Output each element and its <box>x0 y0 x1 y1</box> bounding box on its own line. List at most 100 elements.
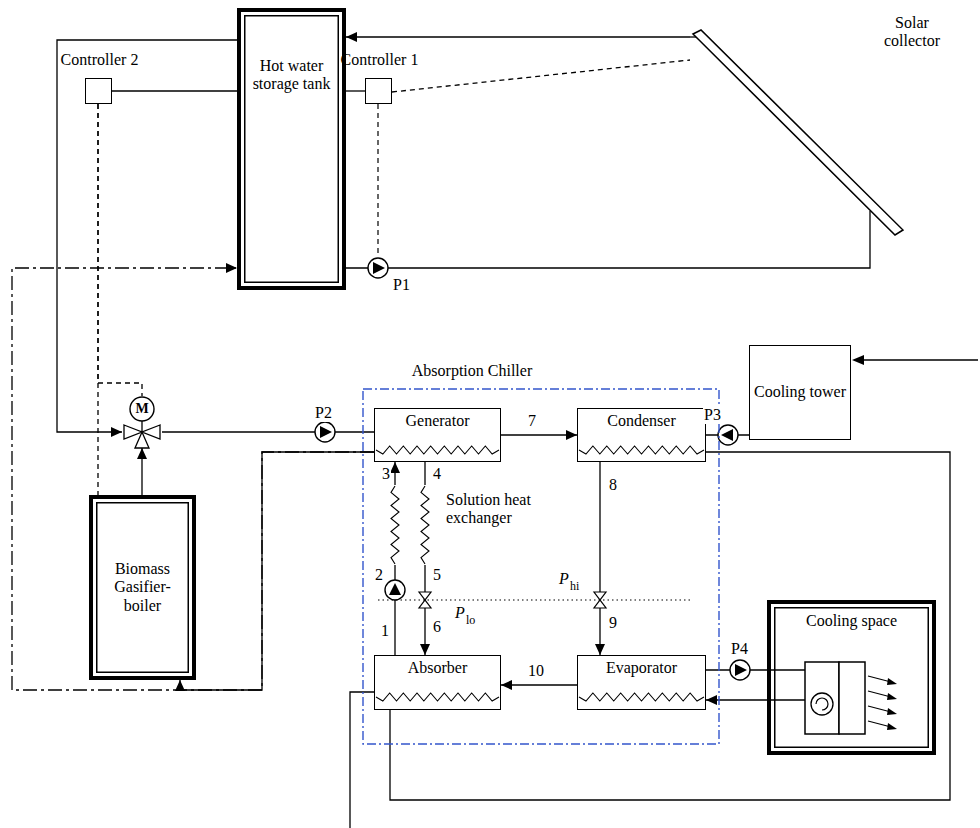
pump-label: P3 <box>703 406 722 424</box>
drawing-part <box>868 721 891 727</box>
drawing-part <box>693 30 903 235</box>
motor-valve: M <box>122 396 162 448</box>
pipe-connector <box>392 60 690 92</box>
pipe-connector <box>390 452 950 800</box>
pump-arrow <box>373 262 385 274</box>
coil-symbol <box>376 693 499 701</box>
pipe-connector <box>501 434 577 435</box>
node-text: M <box>122 401 162 417</box>
cooling-space: Cooling space <box>767 600 936 755</box>
evaporator-box: Evaporator <box>577 655 706 710</box>
pipe-connector <box>97 104 98 495</box>
drawing-part <box>811 693 833 715</box>
pump-symbol <box>730 660 750 680</box>
state-point-number: 4 <box>432 465 442 483</box>
pipe-connector <box>98 104 142 396</box>
coil-symbol <box>421 486 429 564</box>
node-text: Evaporator <box>582 659 701 677</box>
coil-symbol <box>579 693 704 701</box>
pump-arrow <box>721 429 733 441</box>
coil-symbol <box>391 486 399 564</box>
pump-label: P1 <box>392 276 411 294</box>
drawing-part <box>805 662 839 734</box>
pipe-connector <box>599 462 600 655</box>
pipe-connector <box>346 36 690 37</box>
pressure-label: hi <box>569 580 580 593</box>
pump-arrow <box>389 583 401 595</box>
pipe-connector <box>706 699 767 700</box>
drawing-part <box>887 708 897 715</box>
cooling-tower: Cooling tower <box>749 345 851 440</box>
pipe-connector <box>394 462 395 485</box>
pipe-connector <box>162 431 374 432</box>
drawing-part <box>868 706 891 712</box>
state-point-number: 3 <box>381 465 391 483</box>
expansion-valve <box>594 592 606 608</box>
generator-box: Generator <box>374 408 501 462</box>
drawing-part <box>690 36 696 37</box>
node-text: Condenser <box>582 412 701 430</box>
drawing-part <box>887 693 897 700</box>
coil-symbol <box>579 446 704 454</box>
node-text: Hot water storage tank <box>245 57 338 94</box>
pipe-connector <box>180 452 374 690</box>
state-point-number: 8 <box>608 476 618 494</box>
pressure-label: P <box>558 570 570 588</box>
node-text: Absorption Chiller <box>392 362 552 380</box>
absorber-box: Absorber <box>374 655 501 710</box>
drawing-part <box>771 699 805 700</box>
pressure-label: lo <box>465 614 476 627</box>
drawing-part <box>816 698 828 710</box>
pipe-connector <box>346 90 365 91</box>
cooling-water-pipe <box>862 359 978 360</box>
cooling-water-pipe <box>350 692 375 828</box>
pump-label: P2 <box>314 404 333 422</box>
state-point-number: 10 <box>527 662 545 680</box>
chiller-boundary: Absorption ChillerGeneratorCondenserSolu… <box>362 388 720 745</box>
drawing-part <box>887 678 897 685</box>
drawing-part <box>869 211 870 238</box>
pump-symbol <box>718 425 738 445</box>
boiler-box: Biomass Gasifier-boiler <box>89 495 196 680</box>
storage-tank: Hot water storage tank <box>237 8 346 290</box>
pipe-connector <box>424 462 425 485</box>
pipe-connector <box>12 268 374 690</box>
drawing-part <box>141 421 142 432</box>
drawing-part <box>868 691 891 697</box>
node-outline <box>362 388 720 745</box>
arrow-head <box>852 355 864 365</box>
pipe-connector <box>112 90 237 91</box>
heat-exchanger: Solution heat exchanger <box>380 485 440 565</box>
node-text: Controller 1 <box>316 51 443 69</box>
controller-box: Controller 1 <box>365 78 392 104</box>
drawing-part <box>868 676 891 682</box>
node-text: Biomass Gasifier-boiler <box>97 560 188 615</box>
state-point-number: 6 <box>432 618 442 636</box>
pipe-connector <box>394 565 395 655</box>
pump-arrow <box>320 426 332 438</box>
pump-symbol <box>368 258 388 278</box>
pump-arrow <box>735 664 747 676</box>
state-point-number: 1 <box>380 622 390 640</box>
node-text: Cooling tower <box>754 383 846 401</box>
node-text: Solution heat exchanger <box>446 491 550 528</box>
node-text: Absorber <box>379 659 496 677</box>
coil-symbol <box>376 446 499 454</box>
pipe-connector <box>57 40 237 432</box>
expansion-valve <box>419 592 431 608</box>
pump-symbol <box>385 580 405 600</box>
state-point-number: 9 <box>608 614 618 632</box>
signal-line <box>377 104 378 257</box>
drawing-part <box>839 662 865 734</box>
pipe-connector <box>501 684 577 685</box>
node-text: Cooling space <box>775 612 928 630</box>
node-outline <box>690 30 905 238</box>
pump-symbol <box>315 422 335 442</box>
drawing-part <box>363 389 719 744</box>
condenser-box: Condenser <box>577 408 706 462</box>
controller-box: Controller 2 <box>85 78 112 104</box>
node-text: Solar collector <box>866 14 958 51</box>
node-text: Generator <box>379 412 496 430</box>
pump-label: P4 <box>730 640 749 658</box>
